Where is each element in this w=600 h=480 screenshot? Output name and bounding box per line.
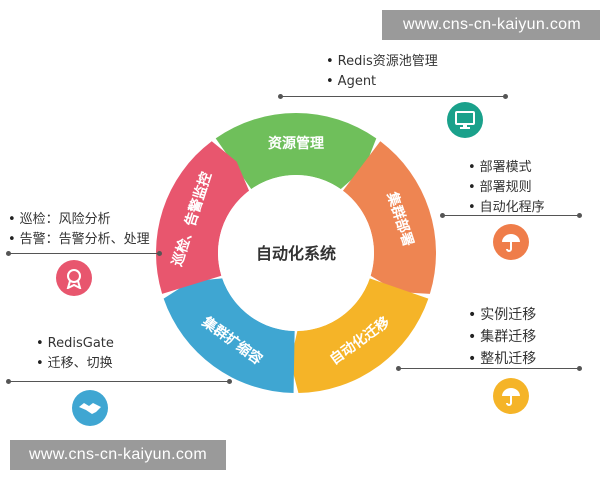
umbrella-icon	[493, 378, 529, 414]
inspect-item: 巡检：风险分析	[8, 210, 150, 230]
watermark-top: www.cns-cn-kaiyun.com	[382, 10, 600, 40]
deploy-item: 自动化程序	[468, 198, 545, 218]
inspect-rule	[6, 251, 162, 256]
inspect-item: 告警：告警分析、处理	[8, 230, 150, 250]
deploy-bullets: 部署模式 部署规则 自动化程序	[468, 158, 545, 218]
resource-item: Agent	[326, 72, 438, 92]
ring-segment	[155, 141, 250, 294]
center-circle	[218, 175, 374, 331]
deploy-item: 部署规则	[468, 178, 545, 198]
ring-segments	[155, 112, 436, 393]
scale-item: RedisGate	[36, 334, 114, 354]
deploy-rule	[440, 213, 582, 218]
scale-item: 迁移、切换	[36, 354, 114, 374]
migrate-rule	[396, 366, 582, 371]
migrate-item: 整机迁移	[468, 348, 536, 370]
watermark-bottom: www.cns-cn-kaiyun.com	[10, 440, 226, 470]
scale-rule	[6, 379, 232, 384]
monitor-icon	[447, 102, 483, 138]
migrate-item: 实例迁移	[468, 304, 536, 326]
handshake-icon	[72, 390, 108, 426]
resource-item: Redis资源池管理	[326, 52, 438, 72]
ring-segment	[215, 112, 377, 190]
umbrella-icon	[493, 224, 529, 260]
ring-segment	[163, 278, 295, 393]
scale-bullets: RedisGate 迁移、切换	[36, 334, 114, 374]
center-label: 自动化系统	[256, 244, 336, 263]
ring-segment	[290, 278, 429, 393]
resource-bullets: Redis资源池管理 Agent	[326, 52, 438, 92]
resource-rule	[278, 94, 508, 99]
ring-segment-label: 资源管理	[268, 135, 324, 152]
deploy-item: 部署模式	[468, 158, 545, 178]
inspect-bullets: 巡检：风险分析 告警：告警分析、处理	[8, 210, 150, 250]
award-ribbon-icon	[56, 260, 92, 296]
migrate-bullets: 实例迁移 集群迁移 整机迁移	[468, 304, 536, 370]
ring-segment	[342, 141, 436, 294]
migrate-item: 集群迁移	[468, 326, 536, 348]
